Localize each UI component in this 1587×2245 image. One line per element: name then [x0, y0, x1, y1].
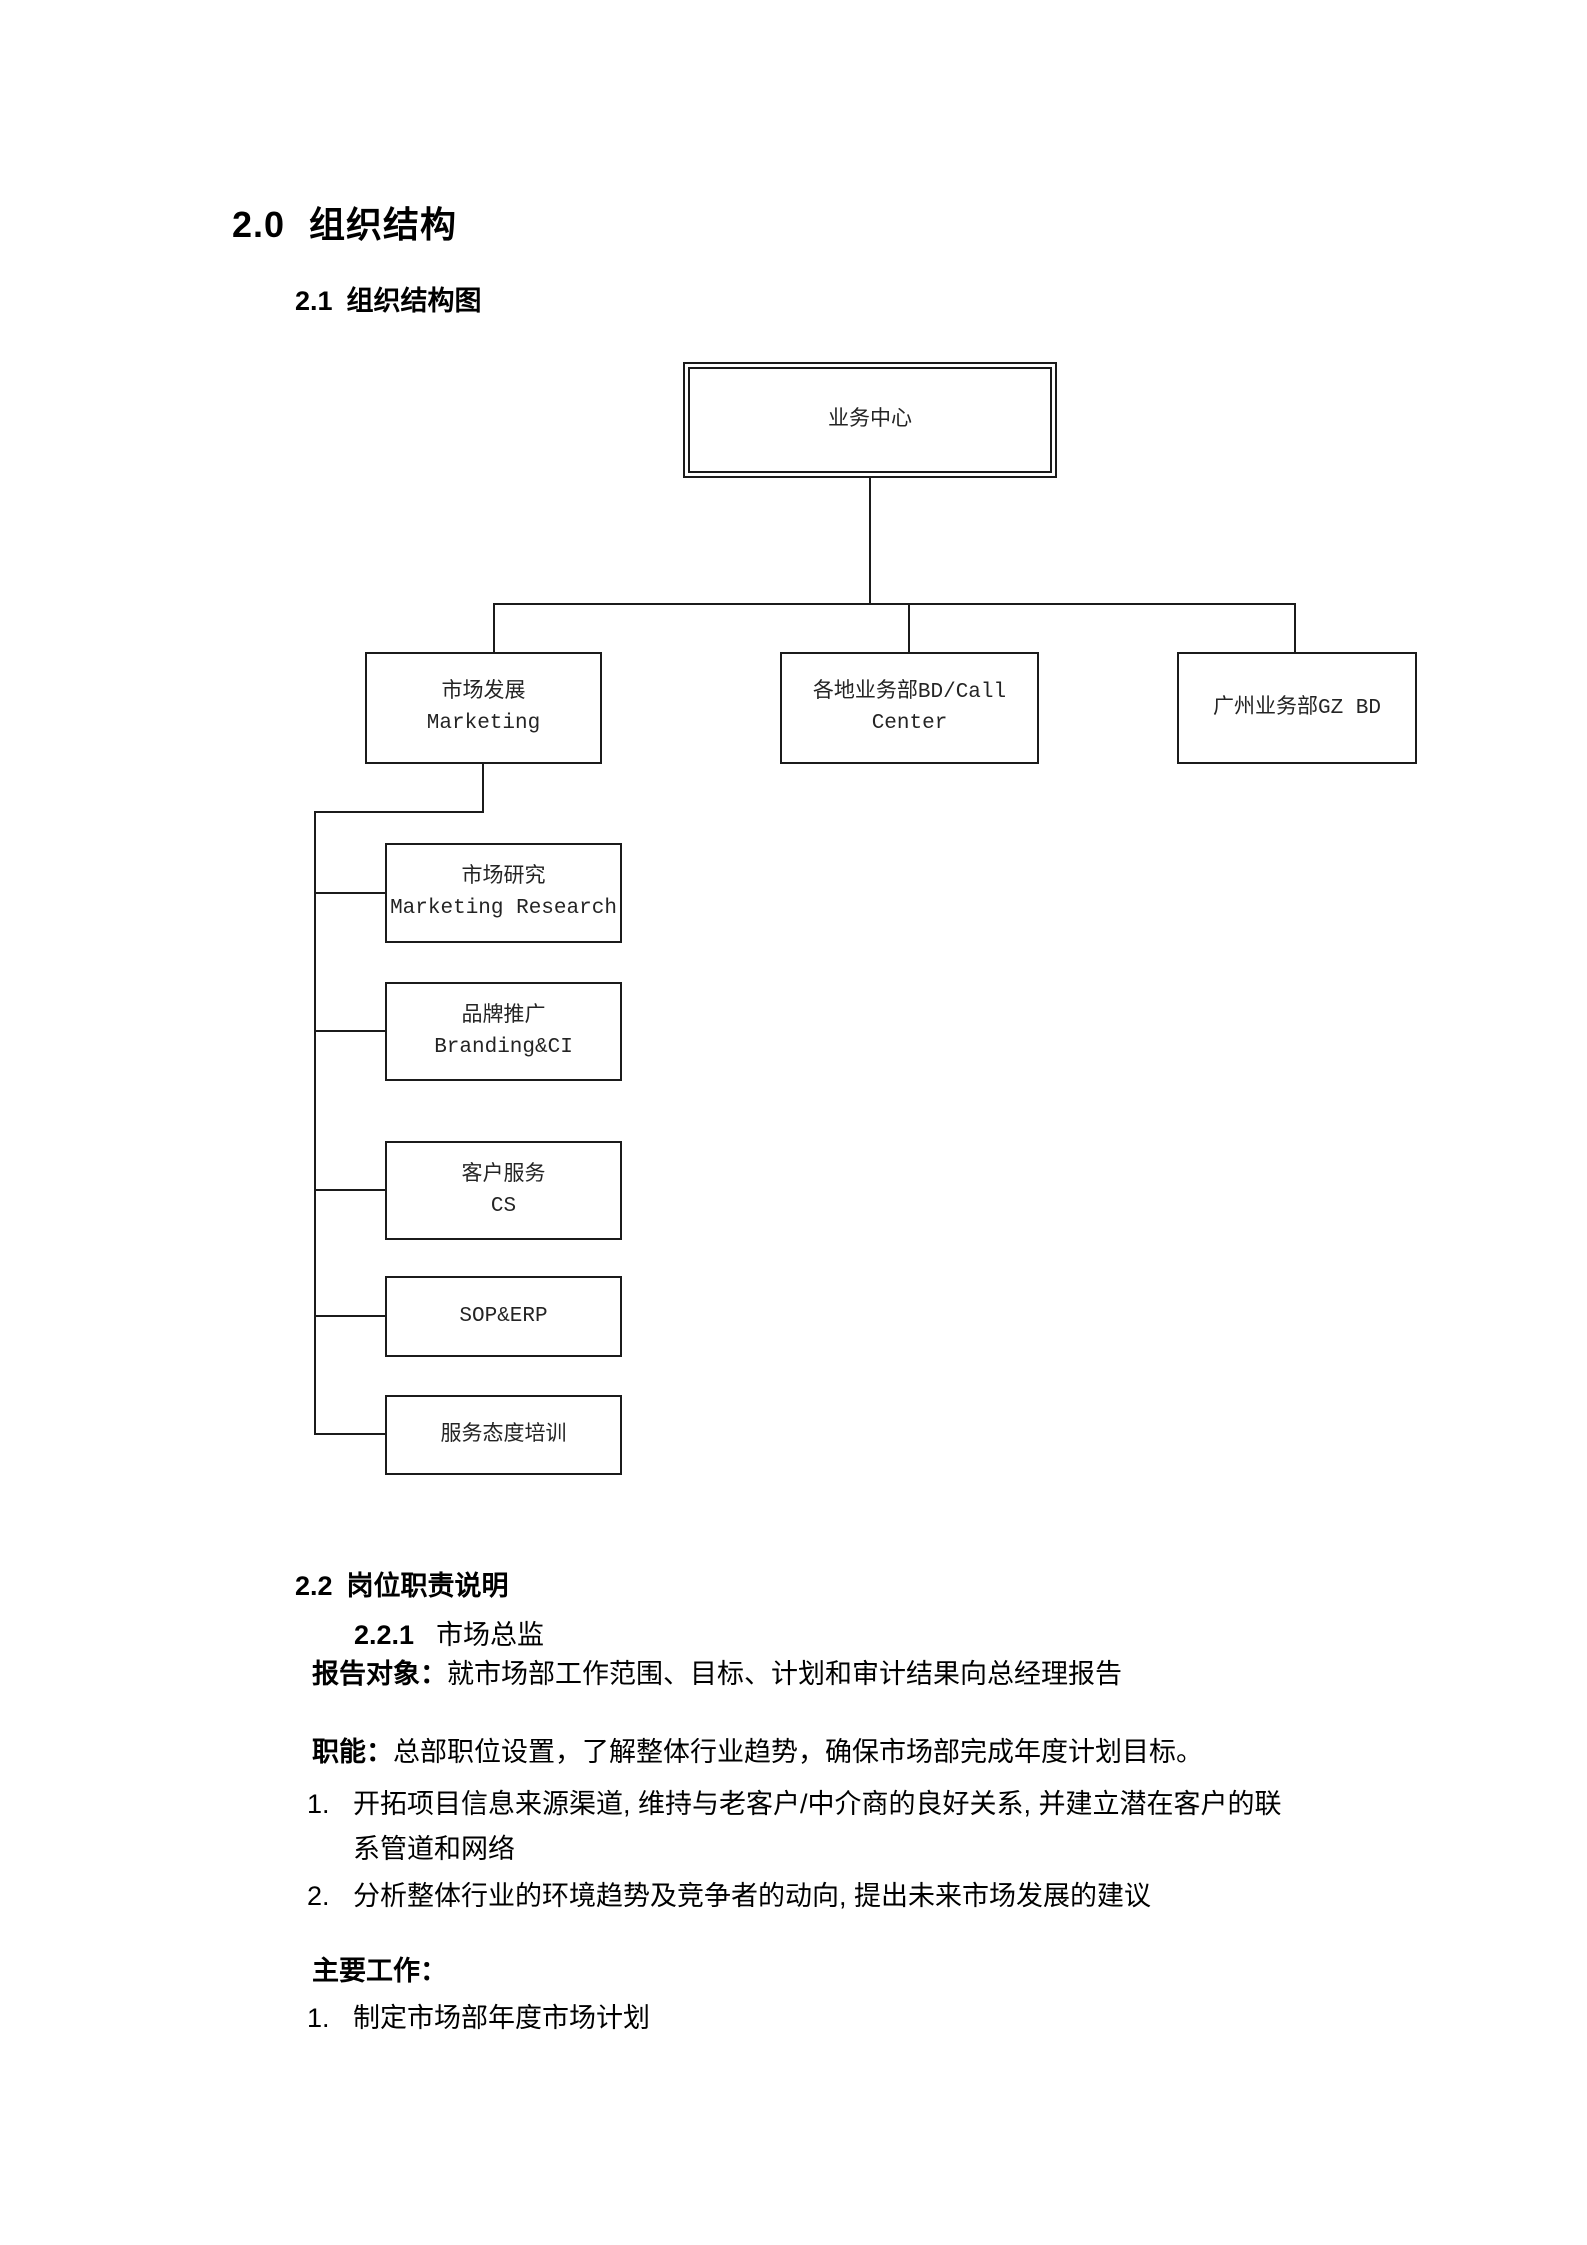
org-box-branding-line2: Branding&CI [434, 1035, 573, 1059]
connector-line [314, 1315, 385, 1317]
connector-line [314, 1433, 385, 1435]
connector-line [482, 764, 484, 813]
org-box-bd-call-center-label: 各地业务部BD/Call Center [812, 681, 1007, 735]
report-target-text: 就市场部工作范围、目标、计划和审计结果向总经理报告 [447, 1659, 1122, 1689]
org-box-customer-service-line1: 客户服务 [461, 1163, 546, 1187]
org-box-branding-line1: 品牌推广 [461, 1004, 546, 1028]
duty-list-item-2: 2. 分析整体行业的环境趋势及竞争者的动向, 提出未来市场发展的建议 [307, 1874, 1151, 1913]
org-box-marketing-research-line1: 市场研究 [461, 866, 546, 889]
report-target-paragraph: 报告对象：就市场部工作范围、目标、计划和审计结果向总经理报告 [312, 1652, 1122, 1691]
connector-line [314, 811, 484, 813]
connector-line [493, 603, 1296, 605]
org-box-service-training: 服务态度培训 [385, 1395, 622, 1475]
connector-line [493, 603, 495, 652]
org-box-marketing: 市场发展 Marketing [365, 652, 602, 764]
org-box-marketing-research-line2: Marketing Research [390, 897, 617, 920]
org-box-marketing-line1: 市场发展 [441, 681, 526, 704]
org-box-business-center: 业务中心 [683, 362, 1057, 478]
org-box-bd-call-center: 各地业务部BD/Call Center [780, 652, 1039, 764]
section-2-2-1-title: 市场总监 [436, 1620, 545, 1650]
org-box-sop-erp-label: SOP&ERP [459, 1305, 548, 1328]
connector-line [869, 478, 871, 605]
duty-paragraph: 职能：总部职位设置，了解整体行业趋势，确保市场部完成年度计划目标。 [312, 1730, 1203, 1769]
work-list-item-1: 1. 制定市场部年度市场计划 [307, 1996, 650, 2035]
page-title-number: 2.0 [232, 204, 286, 245]
work-list-item-1-text: 制定市场部年度市场计划 [353, 2003, 650, 2033]
connector-line [314, 1030, 385, 1032]
duty-text: 总部职位设置，了解整体行业趋势，确保市场部完成年度计划目标。 [393, 1737, 1203, 1767]
duty-list-item-1: 1. 开拓项目信息来源渠道, 维持与老客户/中介商的良好关系, 并建立潜在客户的… [307, 1782, 1282, 1821]
section-2-1-title: 组织结构图 [346, 286, 482, 316]
report-target-label: 报告对象： [312, 1659, 447, 1689]
connector-line [314, 892, 385, 894]
section-2-2-title: 岗位职责说明 [346, 1571, 509, 1601]
org-box-sop-erp: SOP&ERP [385, 1276, 622, 1357]
org-box-branding: 品牌推广 Branding&CI [385, 982, 622, 1081]
page-title-text: 组织结构 [309, 204, 458, 245]
duty-label: 职能： [312, 1737, 393, 1767]
connector-line [314, 1189, 385, 1191]
section-2-2-1-heading: 2.2.1 市场总监 [354, 1613, 544, 1652]
page-title: 2.0 组织结构 [232, 196, 457, 248]
duty-list-item-2-number: 2. [307, 1881, 330, 1911]
org-box-gz-bd-label: 广州业务部GZ BD [1212, 696, 1381, 720]
section-2-2-heading: 2.2 岗位职责说明 [295, 1564, 509, 1603]
section-2-2-number: 2.2 [295, 1571, 333, 1601]
duty-list-item-1-number: 1. [307, 1789, 330, 1819]
connector-line [1294, 603, 1296, 652]
org-box-business-center-label: 业务中心 [828, 408, 912, 432]
org-box-customer-service: 客户服务 CS [385, 1141, 622, 1240]
org-box-service-training-label: 服务态度培训 [440, 1423, 567, 1447]
section-2-2-1-number: 2.2.1 [354, 1620, 415, 1650]
duty-list-item-2-line-1: 分析整体行业的环境趋势及竞争者的动向, 提出未来市场发展的建议 [353, 1881, 1152, 1911]
main-work-label: 主要工作： [312, 1956, 447, 1986]
org-box-customer-service-line2: CS [490, 1194, 517, 1218]
org-box-marketing-line2: Marketing [426, 712, 541, 735]
org-box-marketing-research: 市场研究 Marketing Research [385, 843, 622, 943]
org-box-gz-bd: 广州业务部GZ BD [1177, 652, 1417, 764]
connector-line [908, 603, 910, 652]
duty-list-item-1-line-1: 开拓项目信息来源渠道, 维持与老客户/中介商的良好关系, 并建立潜在客户的联 [353, 1789, 1282, 1819]
work-list-item-1-number: 1. [307, 2003, 330, 2033]
duty-list-item-1-line-2: 系管道和网络 [353, 1834, 515, 1864]
section-2-1-number: 2.1 [295, 286, 333, 316]
section-2-1-heading: 2.1 组织结构图 [295, 279, 482, 318]
connector-line [314, 811, 316, 1435]
